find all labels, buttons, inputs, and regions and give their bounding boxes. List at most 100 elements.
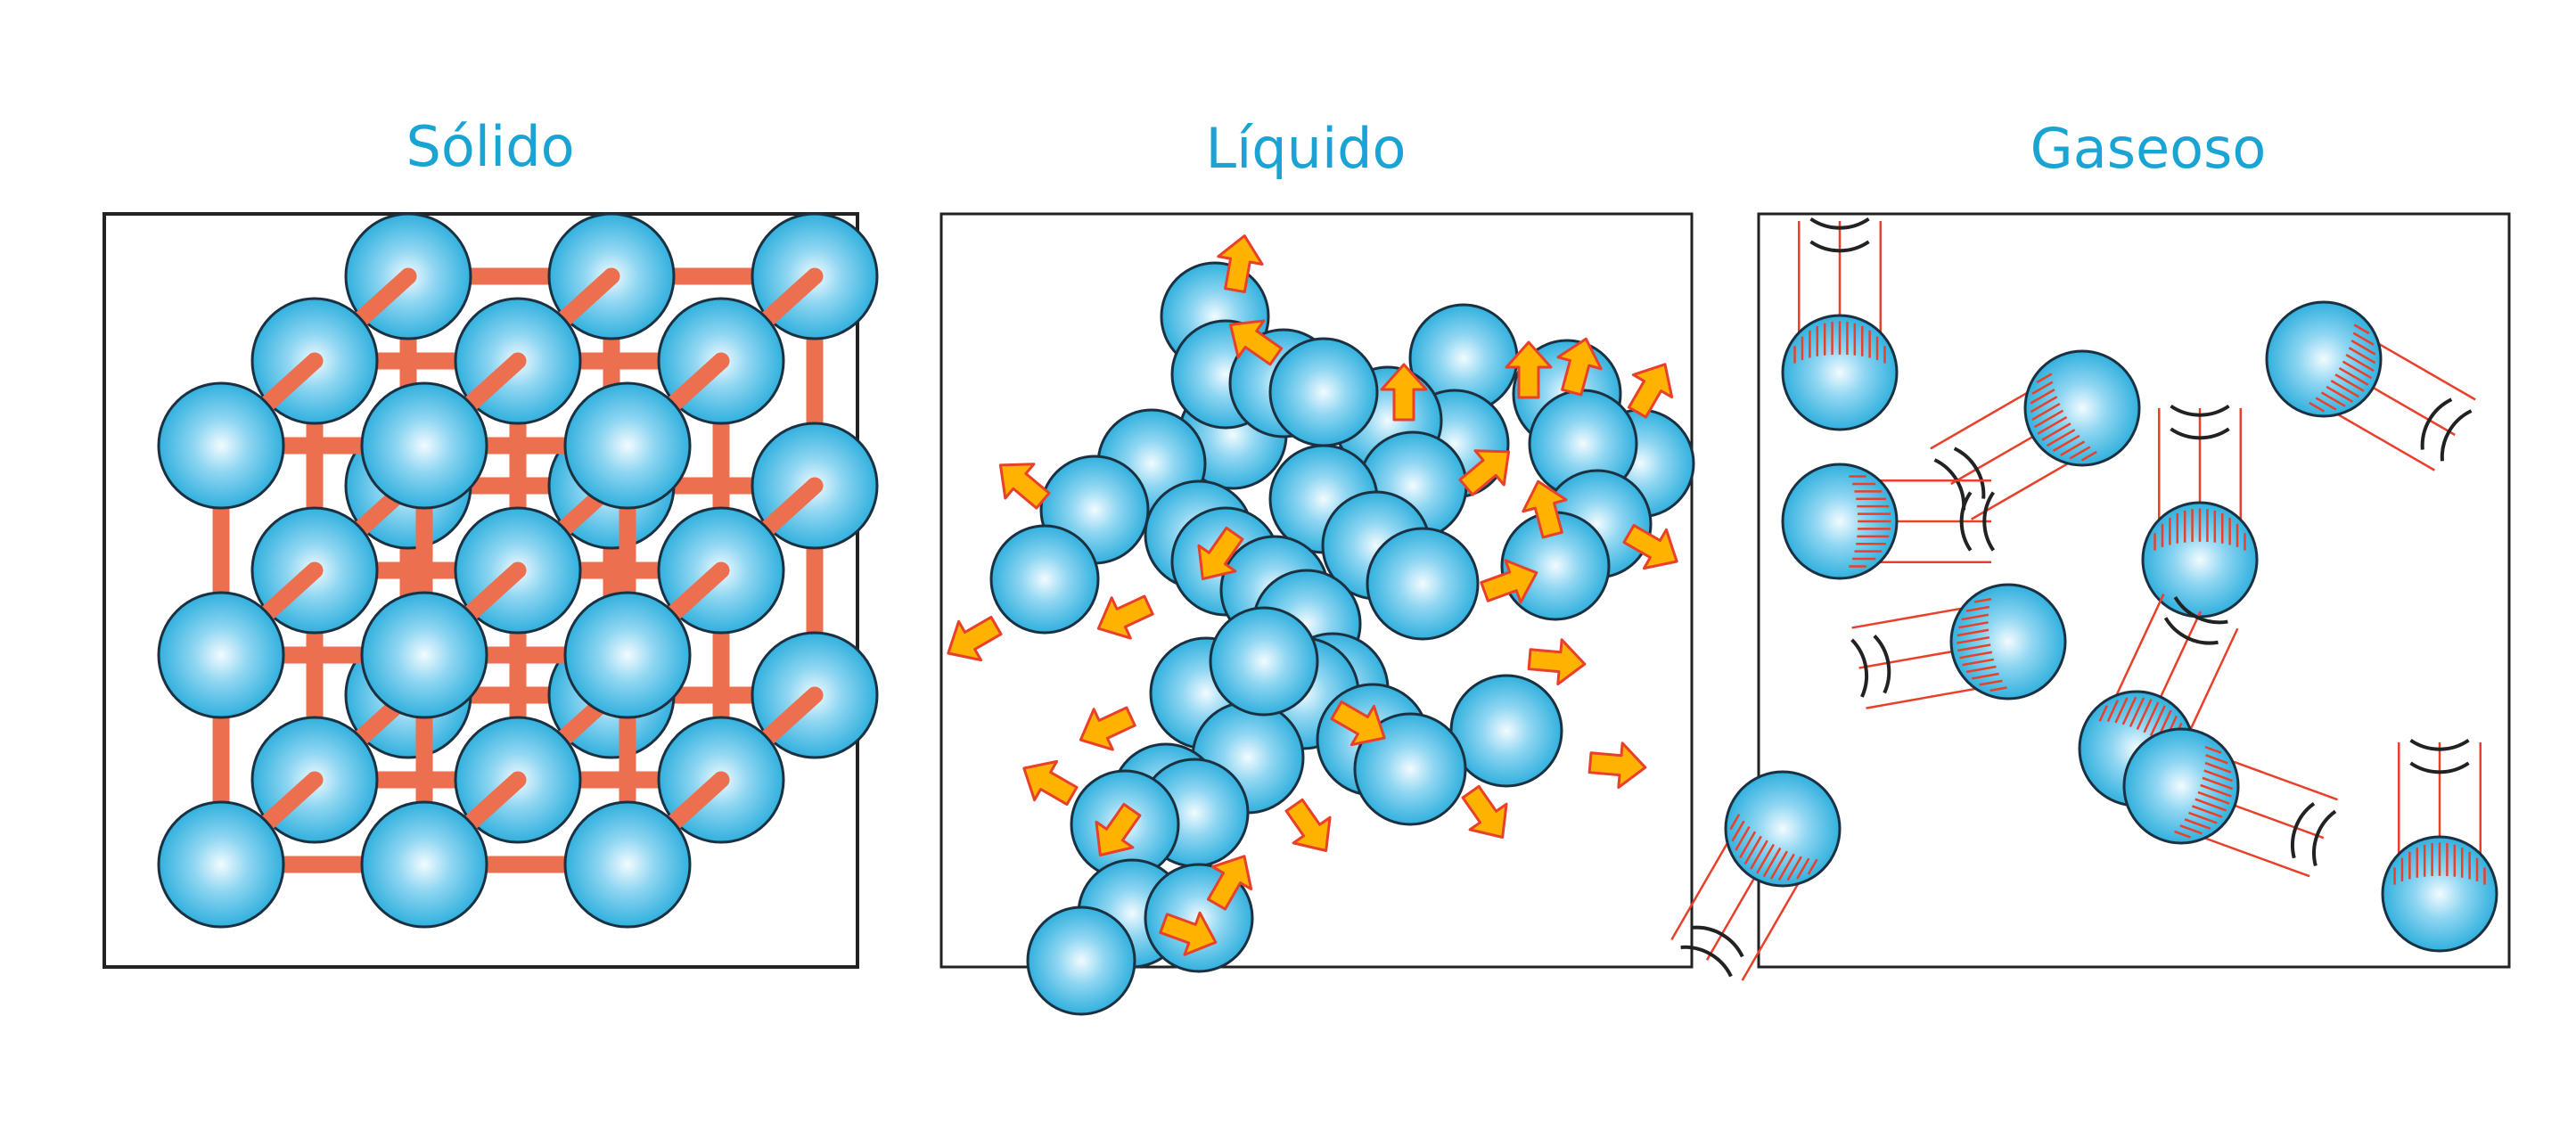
hatch-line [2030, 389, 2055, 405]
hatch-line [2352, 332, 2375, 346]
motion-arc [1680, 945, 1733, 978]
hatch-line [1750, 840, 1768, 870]
hatch-line [1731, 820, 1745, 842]
hatch-line [2197, 791, 2230, 805]
solid-title: Sólido [406, 114, 575, 179]
hatch-line [2129, 697, 2145, 727]
motion-arc [2170, 427, 2230, 440]
motion-arrow [1284, 798, 1332, 852]
motion-arrow [1079, 706, 1136, 751]
motion-arrow [1197, 526, 1244, 580]
hatch-line [1958, 621, 1989, 629]
hatch-line [2200, 783, 2232, 798]
hatch-line [2203, 769, 2233, 782]
hatch-line [2179, 824, 2203, 835]
hatch-line [2309, 401, 2326, 413]
hatch-line [2191, 805, 2223, 818]
hatch-line [1972, 672, 1999, 680]
motion-arrow [1480, 559, 1538, 604]
motion-arrow [1627, 363, 1674, 419]
motion-arc [2163, 617, 2219, 645]
motion-arrow [1096, 594, 1154, 640]
hatch-line [2326, 385, 2354, 403]
hatch-line [1786, 856, 1802, 881]
gas-ball [2381, 835, 2498, 953]
solid-particle [563, 381, 692, 510]
hatch-line [2031, 403, 2061, 422]
liquid-particle [1353, 712, 1467, 826]
hatch-line [2052, 434, 2080, 452]
hatch-line [2136, 699, 2153, 730]
liquid-panel-frame [939, 212, 1694, 969]
hatch-line [2069, 446, 2091, 460]
liquid-particle [1268, 337, 1379, 447]
motion-arc [1953, 447, 1986, 499]
motion-arrow [1587, 741, 1647, 790]
hatch-line [2033, 409, 2064, 429]
motion-arrow [1556, 337, 1603, 397]
liquid-particle [989, 524, 1100, 635]
hatch-line [2037, 415, 2068, 435]
hatch-line [1989, 686, 2007, 692]
motion-arrow [1522, 479, 1568, 539]
hatch-line [2030, 396, 2058, 414]
hatch-line [2345, 354, 2375, 373]
motion-arc [1933, 458, 1966, 511]
hatch-line [1735, 825, 1751, 851]
hatch-line [2149, 705, 2166, 736]
motion-arrow [1022, 759, 1079, 807]
motion-arc [2312, 809, 2337, 867]
hatch-line [2041, 422, 2071, 441]
hatch-line [1796, 857, 1810, 880]
hatch-line [2353, 324, 2370, 335]
liquid-title: Líquido [1205, 116, 1407, 181]
solid-particle [360, 591, 488, 719]
motion-arc [2409, 738, 2470, 751]
hatch-line [2330, 380, 2360, 398]
motion-arc [2170, 404, 2230, 417]
hatch-line [2060, 440, 2086, 456]
hatch-line [2342, 360, 2373, 380]
gas-particle [1850, 583, 2067, 709]
hatch-line [2204, 761, 2232, 774]
motion-arrow [1461, 784, 1508, 839]
motion-arrow [1095, 802, 1142, 856]
motion-arc [2440, 409, 2473, 462]
motion-arrow [1217, 234, 1264, 294]
hatch-line [2315, 397, 2337, 411]
solid-lattice [157, 212, 879, 929]
hatch-line [2080, 450, 2097, 462]
hatch-line [2338, 366, 2369, 386]
gas-particle [2265, 300, 2476, 471]
gas-particle [1781, 463, 1996, 580]
solid-panel-frame [103, 212, 859, 969]
hatch-line [2143, 701, 2160, 733]
hatch-line [2195, 798, 2227, 812]
gas-particle [1781, 217, 1899, 431]
gas-ball [2265, 300, 2383, 418]
gas-panel-frame [1757, 212, 2511, 969]
motion-arrow [998, 463, 1051, 510]
hatch-line [1965, 665, 1997, 674]
hatch-line [2320, 391, 2346, 407]
motion-arc [1692, 925, 1744, 958]
hatch-line [2106, 700, 2120, 722]
hatch-line [1777, 853, 1795, 881]
hatch-line [1957, 643, 1991, 652]
gas-ball [1781, 463, 1899, 580]
hatch-line [2348, 347, 2376, 365]
liquid-particle [1209, 606, 1319, 717]
motion-arc [2420, 397, 2453, 450]
hatch-line [1743, 835, 1762, 865]
hatch-line [2031, 381, 2054, 395]
hatch-line [2174, 830, 2192, 839]
motion-arc [2290, 802, 2316, 859]
motion-arc [1809, 240, 1870, 253]
motion-arrow [947, 615, 1003, 662]
hatch-line [2334, 373, 2365, 392]
solid-particle [360, 800, 488, 929]
gas-ball [2023, 349, 2141, 467]
solid-particle [157, 591, 285, 719]
hatch-line [1957, 628, 1989, 637]
hatch-line [2114, 697, 2129, 724]
